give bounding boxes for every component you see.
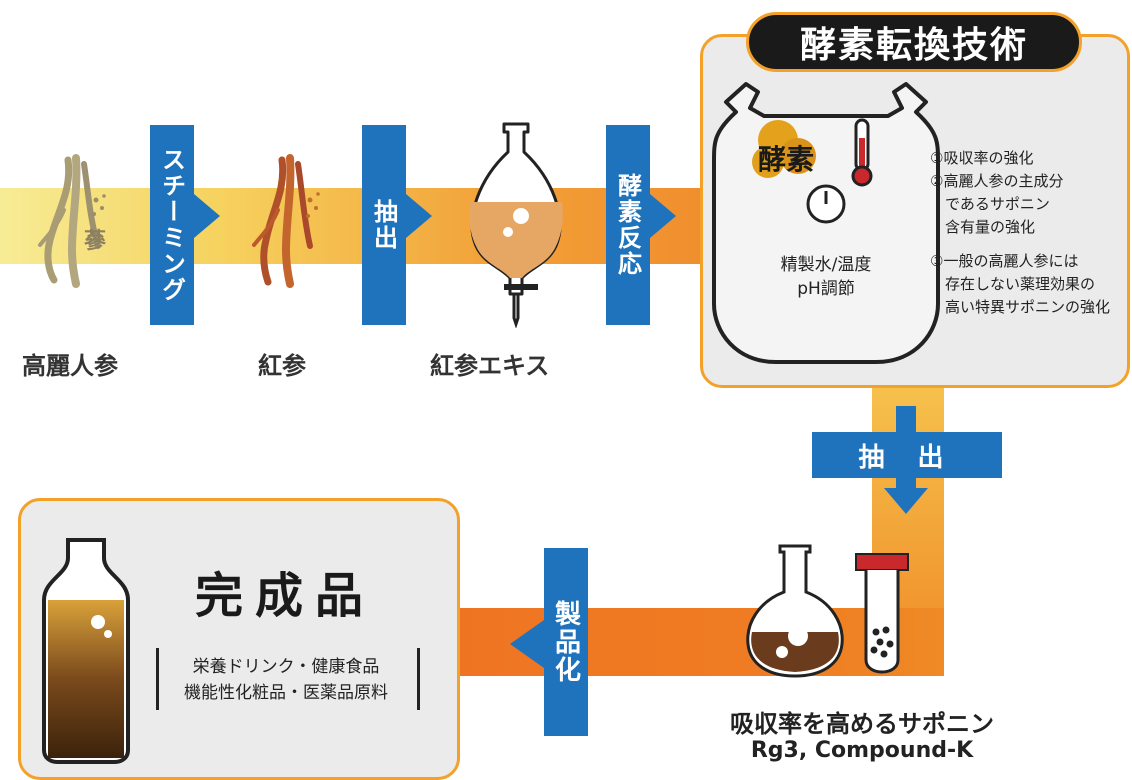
step-label-ginseng: 高麗人参 xyxy=(22,352,118,380)
steaming-label: スチーミング xyxy=(150,125,194,325)
enzyme-reaction-label: 酵素反応 xyxy=(606,125,650,325)
enzyme-note: 含有量の強化 xyxy=(930,218,1036,236)
extraction2-label: 抽 出 xyxy=(812,432,1002,478)
step-label-extract: 紅参エキス xyxy=(430,352,550,380)
control-text-line1: 精製水/温度 xyxy=(780,255,872,275)
svg-text:蔘: 蔘 xyxy=(83,228,107,254)
arrow-down-icon xyxy=(884,406,928,516)
product-uses-line1: 栄養ドリンク・健康食品 xyxy=(192,657,380,677)
saponin-caption-line2: Rg3, Compound-K xyxy=(750,738,974,763)
enzyme-badge: 酵素 xyxy=(758,143,815,176)
red-ginseng-root-image xyxy=(244,150,334,290)
product-title: 完成品 xyxy=(194,568,375,624)
test-tube-icon xyxy=(852,552,912,682)
enzyme-note: 存在しない薬理効果の xyxy=(930,275,1096,293)
product-bracket xyxy=(156,648,420,710)
separatory-funnel-icon xyxy=(456,118,576,329)
enzyme-note: であるサポニン xyxy=(930,195,1050,213)
arrow-right-icon xyxy=(406,194,432,238)
enzyme-note: ③一般の高麗人参には xyxy=(930,252,1079,270)
arrow-right-icon xyxy=(194,194,220,238)
enzyme-note: ①吸収率の強化 xyxy=(930,149,1034,167)
ginseng-root-image: 蔘 xyxy=(28,150,128,290)
arrow-right-icon xyxy=(650,194,676,238)
arrow-left-icon xyxy=(510,620,544,668)
enzyme-panel-title: 酵素転換技術 xyxy=(746,12,1082,72)
step-label-red-ginseng: 紅参 xyxy=(258,352,306,380)
flask-icon xyxy=(740,540,850,680)
bottle-icon xyxy=(38,536,134,766)
saponin-caption-line1: 吸収率を高めるサポニン xyxy=(730,710,994,738)
enzyme-note: 高い特異サポニンの強化 xyxy=(930,298,1111,316)
productization-label: 製品化 xyxy=(544,548,588,736)
control-text-line2: pH調節 xyxy=(797,279,855,299)
reactor-vessel-icon xyxy=(706,72,946,372)
extraction-label: 抽出 xyxy=(362,125,406,325)
enzyme-note: ②高麗人参の主成分 xyxy=(930,172,1064,190)
product-uses-line2: 機能性化粧品・医薬品原料 xyxy=(184,683,388,703)
